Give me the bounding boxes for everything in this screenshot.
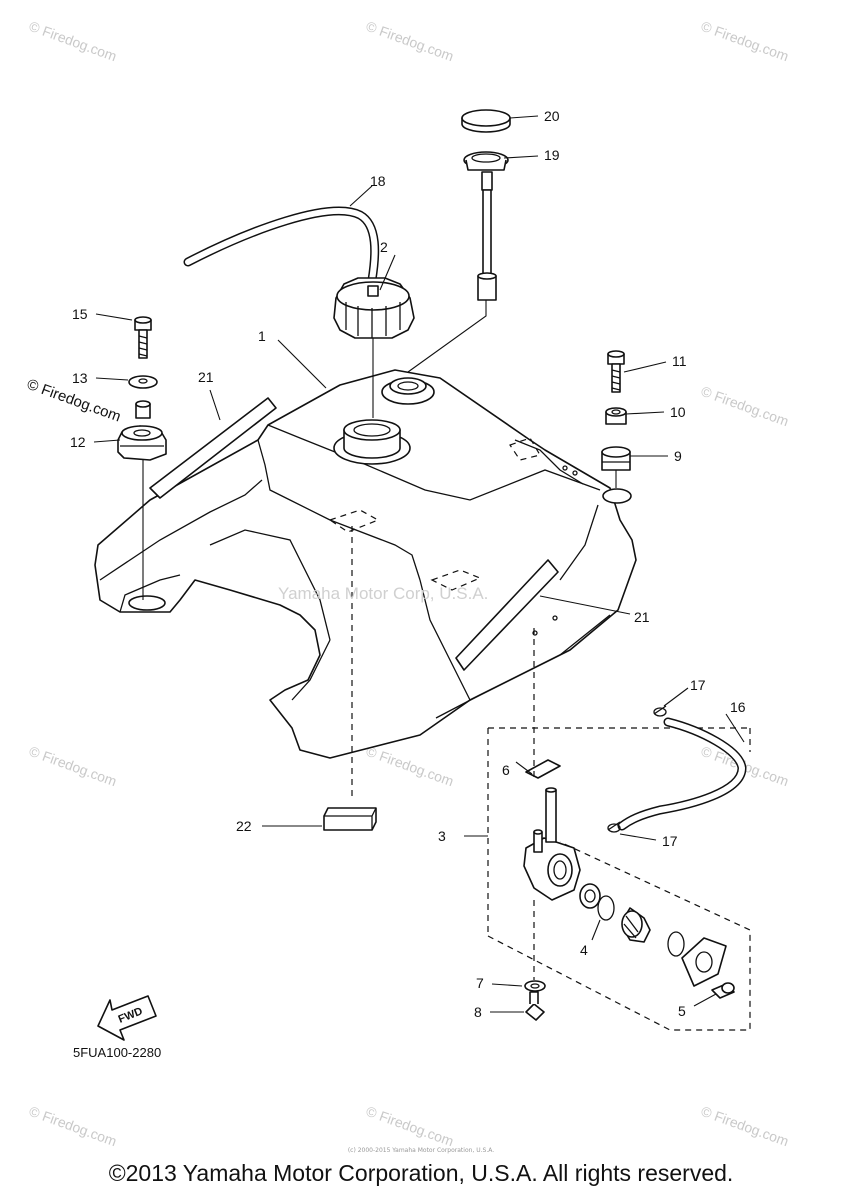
fuel-hose: [617, 717, 747, 831]
lever-gasket: [579, 883, 601, 909]
callout-17-lower: 17: [662, 833, 678, 849]
leader-line: [663, 687, 689, 707]
leader-line: [591, 919, 601, 941]
callout-6: 6: [502, 762, 510, 778]
leader-line: [93, 439, 121, 443]
fuel-cock-assembly-box: [487, 727, 751, 1031]
fuel-strainer-filter: [525, 759, 561, 779]
assembly-lines: [142, 300, 617, 980]
watermark: © Firedog.com: [699, 383, 791, 430]
fuel-tank: [94, 369, 637, 759]
leader-line: [509, 115, 539, 119]
callout-12: 12: [70, 434, 86, 450]
collar-left: [135, 400, 151, 419]
leader-line: [503, 155, 539, 159]
watermark: © Firedog.com: [699, 1103, 791, 1150]
bolt-right: [607, 350, 625, 393]
callout-10: 10: [670, 404, 686, 420]
tiny-credit: (c) 2000-2015 Yamaha Motor Corporation, …: [347, 1147, 495, 1154]
callout-19: 19: [544, 147, 560, 163]
watermark: © Firedog.com: [27, 1103, 119, 1150]
fuel-cap: [333, 277, 415, 339]
leader-line: [95, 377, 129, 381]
callout-8: 8: [474, 1004, 482, 1020]
leader-line: [95, 313, 133, 321]
watermark: © Firedog.com: [27, 18, 119, 65]
leader-line: [623, 361, 667, 373]
watermark: © Firedog.com: [699, 18, 791, 65]
fuel-gauge: [463, 151, 509, 301]
washer: [524, 980, 546, 992]
cover-plate: [681, 937, 727, 987]
lever-o-ring: [667, 931, 685, 957]
callout-16: 16: [730, 699, 746, 715]
tank-pad: [455, 559, 559, 671]
callout-11: 11: [672, 353, 687, 369]
callout-7: 7: [476, 975, 484, 991]
callout-1: 1: [258, 328, 266, 344]
leader-line: [491, 983, 523, 987]
callout-20: 20: [544, 108, 560, 124]
callout-4: 4: [580, 942, 588, 958]
leader-line: [693, 993, 717, 1007]
hose-clip: [607, 821, 621, 833]
center-watermark: Yamaha Motor Corp, U.S.A.: [278, 584, 489, 603]
callouts: 1 2 3 4 5 6 7 8 9 10 11 12 13 15 16 17 1: [70, 108, 746, 1020]
gauge-cap: [461, 109, 511, 133]
callout-5: 5: [678, 1003, 686, 1019]
callout-17-upper: 17: [690, 677, 706, 693]
leader-line: [619, 833, 657, 841]
leader-line: [209, 389, 221, 421]
leader-line: [277, 339, 327, 389]
bolt-bottom: [525, 991, 545, 1021]
copyright-footer: ©2013 Yamaha Motor Corporation, U.S.A. A…: [108, 1160, 734, 1186]
callout-2: 2: [380, 239, 388, 255]
rubber-damper-left: [117, 425, 167, 461]
leader-line: [379, 254, 396, 291]
tank-pad: [149, 397, 277, 499]
fuel-cock: [523, 787, 581, 901]
fwd-arrow-icon: FWD: [97, 995, 157, 1041]
leader-line: [725, 713, 745, 743]
callout-3: 3: [438, 828, 446, 844]
callout-22: 22: [236, 818, 252, 834]
breather-hose: [183, 206, 380, 285]
watermark: © Firedog.com: [364, 743, 456, 790]
callout-9: 9: [674, 448, 682, 464]
callout-15: 15: [72, 306, 88, 322]
fuel-cock-lever: [621, 907, 651, 943]
leader-line: [539, 595, 631, 615]
leader-line: [349, 185, 373, 207]
washer-left: [128, 375, 158, 389]
callout-13: 13: [72, 370, 88, 386]
hose-clip: [653, 705, 667, 717]
diagram-code: 5FUA100-2280: [73, 1045, 162, 1060]
o-ring: [597, 895, 615, 921]
collar-right: [605, 407, 627, 425]
callout-21-left: 21: [198, 369, 214, 385]
callout-18: 18: [370, 173, 386, 189]
callout-21-right: 21: [634, 609, 650, 625]
rubber-damper-right: [601, 446, 631, 471]
watermark: © Firedog.com: [27, 743, 119, 790]
watermark: © Firedog.com: [364, 18, 456, 65]
screw: [711, 982, 735, 999]
leader-line: [625, 411, 665, 415]
watermark: © Firedog.com: [364, 1103, 456, 1150]
bolt-left: [134, 316, 152, 359]
leader-line: [515, 761, 533, 775]
damper-pad: [323, 807, 377, 831]
